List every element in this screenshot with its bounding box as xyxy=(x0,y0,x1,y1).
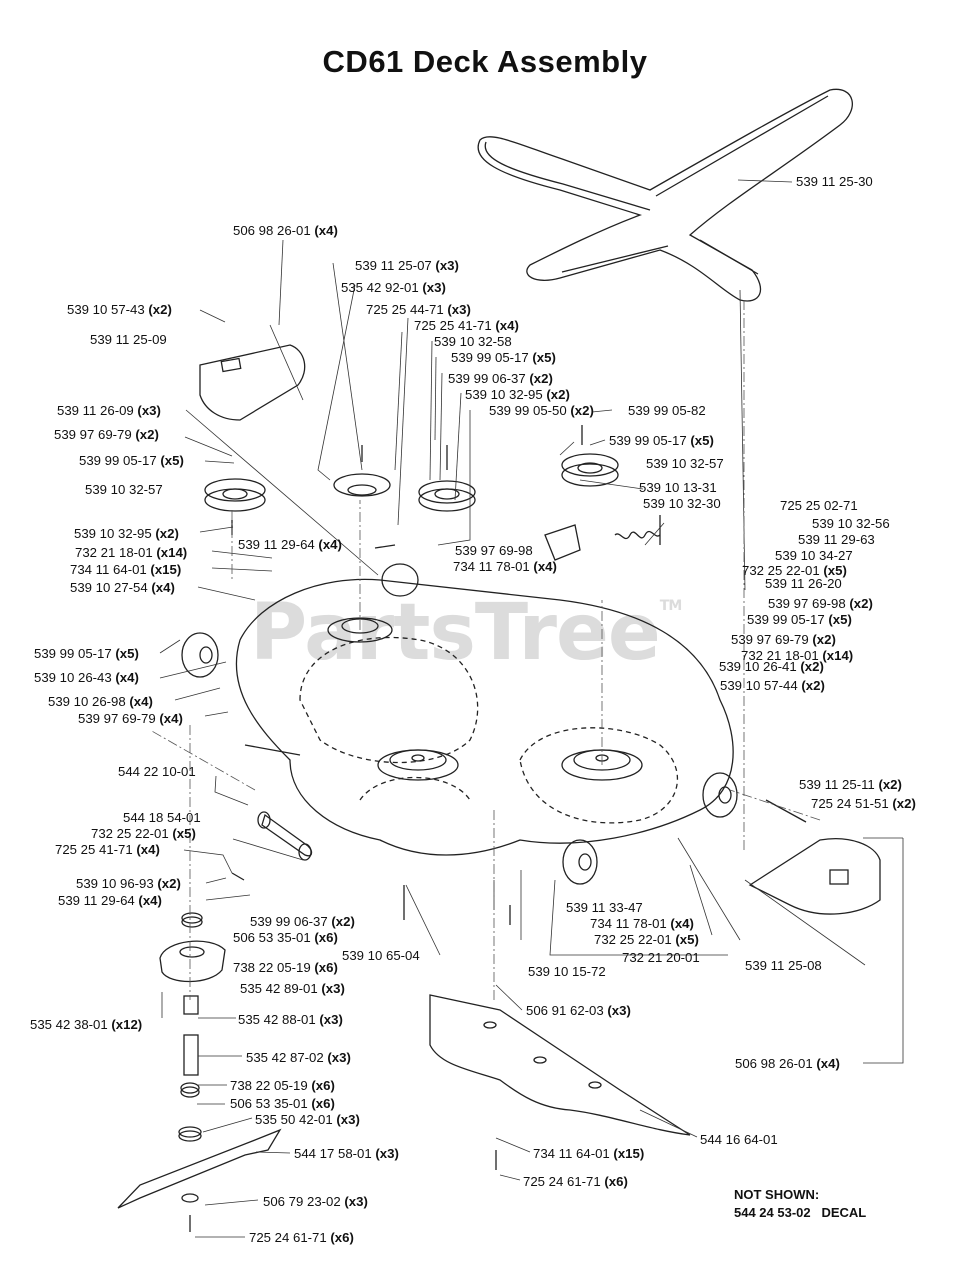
part-label: 539 99 05-17 (x5) xyxy=(451,350,556,365)
not-shown-note: NOT SHOWN: 544 24 53-02 DECAL xyxy=(734,1186,866,1222)
part-label: 539 10 32-58 xyxy=(434,334,512,349)
part-label: 732 25 22-01 (x5) xyxy=(742,563,847,578)
part-label: 732 21 18-01 (x14) xyxy=(741,648,854,663)
part-label: 732 21 18-01 (x14) xyxy=(75,545,188,560)
part-label: 539 10 32-30 xyxy=(643,496,721,511)
part-label: 539 99 05-82 xyxy=(628,403,706,418)
part-label: 506 91 62-03 (x3) xyxy=(526,1003,631,1018)
part-label: 539 99 05-17 (x5) xyxy=(79,453,184,468)
part-label: 535 42 89-01 (x3) xyxy=(240,981,345,996)
watermark-text: PartsTree xyxy=(250,588,661,678)
part-label: 732 21 20-01 xyxy=(622,950,700,965)
watermark-tm: TM xyxy=(659,598,683,614)
part-label: 535 42 92-01 (x3) xyxy=(341,280,446,295)
mower-deck xyxy=(235,578,734,856)
part-label: 539 11 33-47 xyxy=(566,900,643,915)
part-label: 544 17 58-01 (x3) xyxy=(294,1146,399,1161)
part-label: 539 10 32-95 (x2) xyxy=(465,387,570,402)
part-label: 539 97 69-79 (x2) xyxy=(731,632,836,647)
part-label: 506 53 35-01 (x6) xyxy=(230,1096,335,1111)
watermark-logo: PartsTreeTM xyxy=(250,588,683,678)
part-label: 539 11 25-08 xyxy=(745,958,822,973)
part-label: 535 42 38-01 (x12) xyxy=(30,1017,143,1032)
part-label: 539 10 15-72 xyxy=(528,964,606,979)
part-label: 506 53 35-01 (x6) xyxy=(233,930,338,945)
part-label: 539 11 25-07 (x3) xyxy=(355,258,459,273)
part-label: 539 10 26-43 (x4) xyxy=(34,670,139,685)
part-label: 539 11 26-09 (x3) xyxy=(57,403,161,418)
part-label: 725 24 51-51 (x2) xyxy=(811,796,916,811)
part-label: 539 97 69-79 (x2) xyxy=(54,427,159,442)
part-label: 734 11 64-01 (x15) xyxy=(70,562,182,577)
part-label: 539 97 69-98 (x2) xyxy=(768,596,873,611)
part-label: 506 98 26-01 (x4) xyxy=(233,223,338,238)
part-label: 734 11 78-01 (x4) xyxy=(453,559,557,574)
part-label: 738 22 05-19 (x6) xyxy=(233,960,338,975)
part-label: 539 97 69-79 (x4) xyxy=(78,711,183,726)
part-label: 539 10 34-27 xyxy=(775,548,853,563)
part-label: 539 11 25-09 xyxy=(90,332,167,347)
part-label: 535 50 42-01 (x3) xyxy=(255,1112,360,1127)
not-shown-heading: NOT SHOWN: xyxy=(734,1187,820,1202)
page-title: CD61 Deck Assembly xyxy=(322,44,648,79)
part-label: 539 10 96-93 (x2) xyxy=(76,876,181,891)
part-label: 725 25 44-71 (x3) xyxy=(366,302,471,317)
part-label: 725 25 02-71 xyxy=(780,498,858,513)
part-label: 544 22 10-01 xyxy=(118,764,196,779)
part-label: 725 24 61-71 (x6) xyxy=(523,1174,628,1189)
deck-baffle xyxy=(429,994,691,1136)
part-label: 539 10 13-31 xyxy=(639,480,717,495)
part-label: 544 18 54-01 xyxy=(123,810,201,825)
part-label: 732 25 22-01 (x5) xyxy=(594,932,699,947)
part-label: 539 99 06-37 (x2) xyxy=(448,371,553,386)
part-label: 506 79 23-02 (x3) xyxy=(263,1194,368,1209)
part-label: 539 10 32-56 xyxy=(812,516,890,531)
part-label: 539 99 05-17 (x5) xyxy=(609,433,714,448)
part-label: 539 10 26-98 (x4) xyxy=(48,694,153,709)
part-label: 539 10 32-95 (x2) xyxy=(74,526,179,541)
part-label: 725 25 41-71 (x4) xyxy=(414,318,519,333)
part-label: 539 10 27-54 (x4) xyxy=(70,580,175,595)
part-label: 734 11 64-01 (x15) xyxy=(533,1146,645,1161)
part-label: 506 98 26-01 (x4) xyxy=(735,1056,840,1071)
spindle-housing xyxy=(159,940,226,983)
part-label: 539 99 05-17 (x5) xyxy=(34,646,139,661)
part-label: 539 11 25-30 xyxy=(796,174,873,189)
drive-belt xyxy=(477,88,853,302)
part-label: 725 25 41-71 (x4) xyxy=(55,842,160,857)
not-shown-item: 544 24 53-02 DECAL xyxy=(734,1205,867,1220)
part-label: 539 97 69-98 xyxy=(455,543,533,558)
part-label: 539 11 25-11 (x2) xyxy=(799,777,902,792)
part-label: 539 10 32-57 xyxy=(646,456,724,471)
part-label: 539 99 05-17 (x5) xyxy=(747,612,852,627)
part-label: 539 11 26-20 xyxy=(765,576,842,591)
part-label: 539 10 57-43 (x2) xyxy=(67,302,172,317)
part-label: 738 22 05-19 (x6) xyxy=(230,1078,335,1093)
part-label: 535 42 88-01 (x3) xyxy=(238,1012,343,1027)
part-label: 732 25 22-01 (x5) xyxy=(91,826,196,841)
part-label: 539 11 29-64 (x4) xyxy=(238,537,342,552)
mower-blade xyxy=(117,1128,282,1209)
part-label: 734 11 78-01 (x4) xyxy=(590,916,694,931)
part-label: 539 11 29-64 (x4) xyxy=(58,893,162,908)
part-label: 539 10 65-04 xyxy=(342,948,420,963)
part-label: 539 10 57-44 (x2) xyxy=(720,678,825,693)
part-label: 539 10 26-41 (x2) xyxy=(719,659,824,674)
part-label: 539 11 29-63 xyxy=(798,532,875,547)
part-label: 539 99 05-50 (x2) xyxy=(489,403,594,418)
part-label: 535 42 87-02 (x3) xyxy=(246,1050,351,1065)
part-label: 725 24 61-71 (x6) xyxy=(249,1230,354,1245)
part-label: 544 16 64-01 xyxy=(700,1132,778,1147)
part-label: 539 99 06-37 (x2) xyxy=(250,914,355,929)
belt-shield-right xyxy=(748,838,881,915)
part-label: 539 10 32-57 xyxy=(85,482,163,497)
belt-shield-left xyxy=(199,344,306,421)
